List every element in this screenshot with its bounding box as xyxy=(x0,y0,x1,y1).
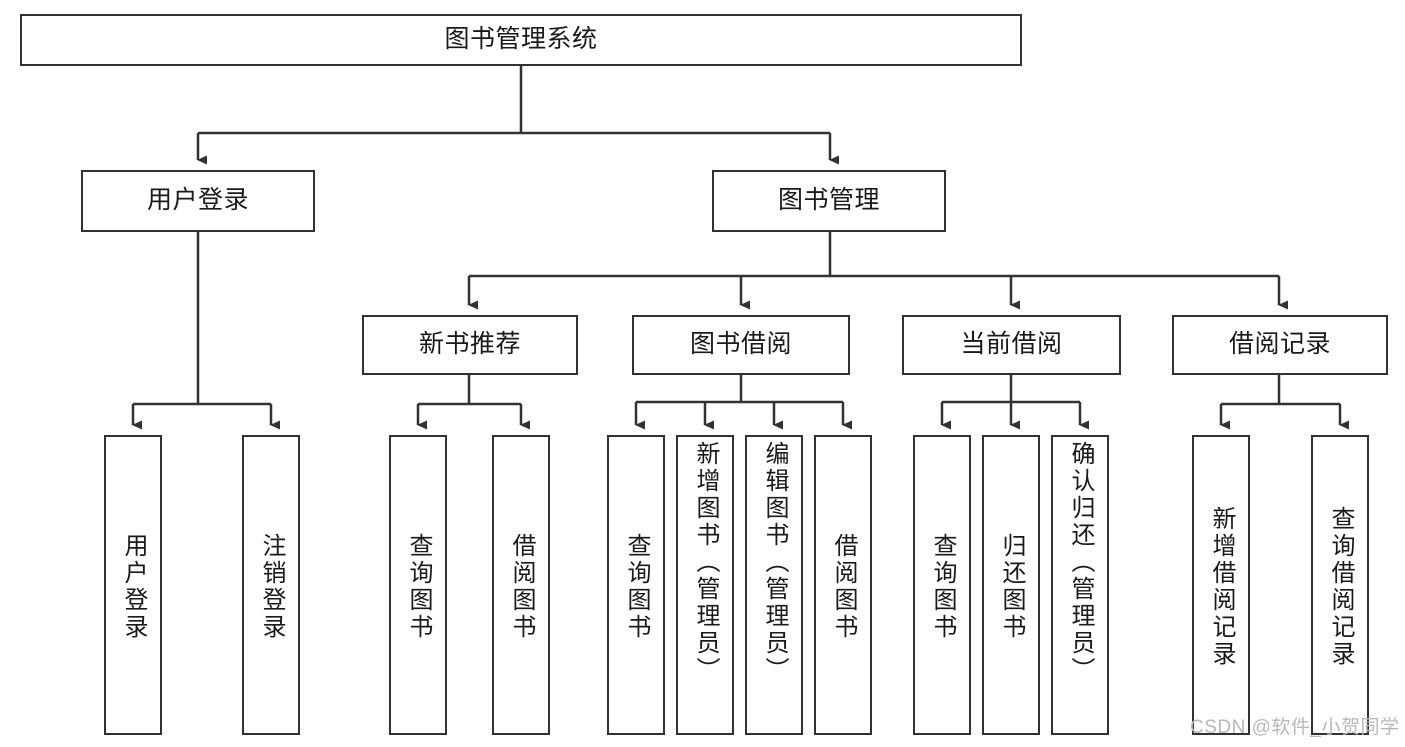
node-user-login[interactable]: 用户登录 xyxy=(81,170,315,232)
node-label: 当前借阅 xyxy=(960,330,1063,359)
node-book-management-system[interactable]: 图书管理系统 xyxy=(20,14,1022,66)
node-book-management[interactable]: 图书管理 xyxy=(712,170,946,232)
node-label: 借阅图书 xyxy=(830,533,857,641)
node-label: 新增图书（管理员） xyxy=(692,441,719,684)
leaf-logout[interactable]: 注销登录 xyxy=(242,435,300,735)
node-label: 图书管理系统 xyxy=(444,25,598,54)
leaf-add-book-admin[interactable]: 新增图书（管理员） xyxy=(676,435,734,735)
node-label: 图书借阅 xyxy=(689,330,792,359)
node-new-book-recommend[interactable]: 新书推荐 xyxy=(362,315,578,375)
leaf-confirm-return-admin[interactable]: 确认归还（管理员） xyxy=(1051,435,1109,735)
leaf-borrow-book[interactable]: 借阅图书 xyxy=(814,435,872,735)
node-book-borrow[interactable]: 图书借阅 xyxy=(632,315,850,375)
node-label: 借阅图书 xyxy=(508,533,535,641)
leaf-query-book-current[interactable]: 查询图书 xyxy=(913,435,971,735)
node-label: 用户登录 xyxy=(146,186,249,215)
node-label: 确认归还（管理员） xyxy=(1067,441,1094,684)
leaf-borrow-book-recommend[interactable]: 借阅图书 xyxy=(492,435,550,735)
node-label: 新书推荐 xyxy=(418,330,521,359)
watermark-text: CSDN @软件_小贺同学 xyxy=(1190,717,1400,738)
node-label: 查询图书 xyxy=(405,533,432,641)
node-label: 编辑图书（管理员） xyxy=(761,441,788,684)
leaf-query-book-recommend[interactable]: 查询图书 xyxy=(389,435,447,735)
node-label: 图书管理 xyxy=(777,186,880,215)
node-label: 用户登录 xyxy=(120,533,147,641)
node-label: 新增借阅记录 xyxy=(1208,506,1235,668)
leaf-edit-book-admin[interactable]: 编辑图书（管理员） xyxy=(745,435,803,735)
node-label: 查询图书 xyxy=(929,533,956,641)
leaf-add-borrow-record[interactable]: 新增借阅记录 xyxy=(1192,435,1250,735)
leaf-return-book[interactable]: 归还图书 xyxy=(982,435,1040,735)
leaf-query-borrow-record[interactable]: 查询借阅记录 xyxy=(1311,435,1369,735)
leaf-user-login[interactable]: 用户登录 xyxy=(104,435,162,735)
node-label: 归还图书 xyxy=(998,533,1025,641)
node-current-borrow[interactable]: 当前借阅 xyxy=(902,315,1121,375)
node-label: 查询图书 xyxy=(623,533,650,641)
node-label: 查询借阅记录 xyxy=(1327,506,1354,668)
leaf-query-book-borrow[interactable]: 查询图书 xyxy=(607,435,665,735)
node-label: 借阅记录 xyxy=(1228,330,1331,359)
node-borrow-record[interactable]: 借阅记录 xyxy=(1172,315,1388,375)
node-label: 注销登录 xyxy=(258,533,285,641)
